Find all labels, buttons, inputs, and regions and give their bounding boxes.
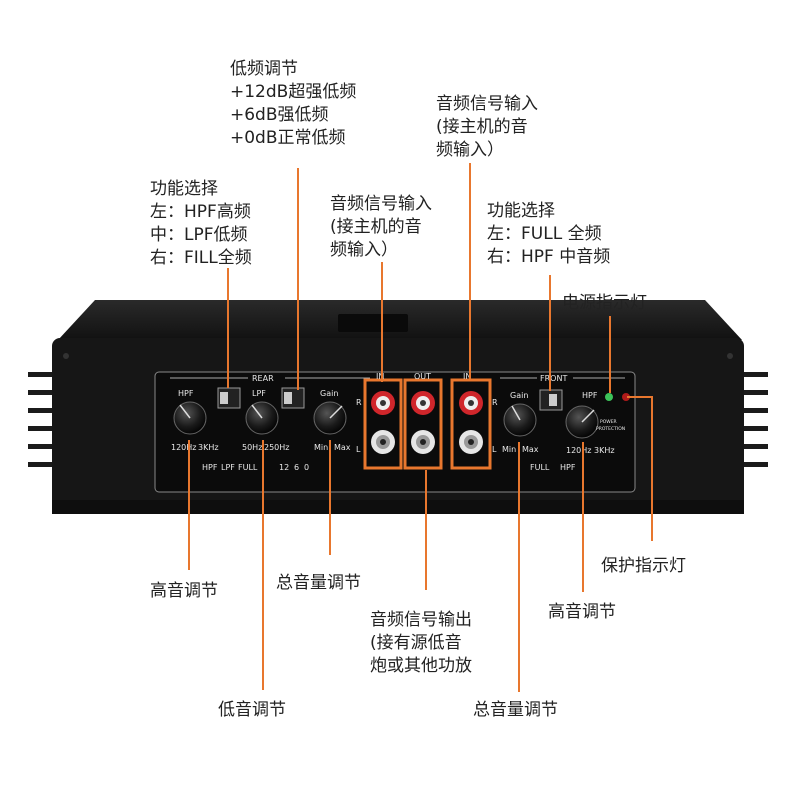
panel-250hz-label: 250Hz bbox=[264, 443, 289, 452]
rca-in-front-frame bbox=[450, 378, 492, 470]
panel-out-label: OUT bbox=[414, 372, 431, 381]
callout-audio-out: 音频信号输出 (接有源低音 炮或其他功放 bbox=[370, 609, 472, 678]
audio-out-line-3: 炮或其他功放 bbox=[370, 656, 472, 676]
panel-min-front-label: Min bbox=[502, 445, 516, 454]
panel-max-label: Max bbox=[334, 443, 351, 452]
panel-sw-full-label: FULL bbox=[238, 463, 258, 472]
line-master-rear bbox=[329, 440, 331, 555]
panel-bass-12-label: 12 bbox=[279, 463, 289, 472]
line-master-front bbox=[518, 442, 520, 692]
panel-front-label: FRONT bbox=[540, 374, 567, 383]
panel-120hz-front-label: 120Hz bbox=[566, 446, 591, 455]
func-front-title: 功能选择 bbox=[487, 201, 555, 221]
panel-in-label-rear: IN bbox=[376, 372, 384, 381]
panel-3khz-label: 3KHz bbox=[198, 443, 219, 452]
func-rear-line-2: 中：LPF低频 bbox=[150, 225, 248, 245]
rca-in-front-r[interactable] bbox=[459, 391, 483, 415]
callout-audio-in-front: 音频信号输入 (接主机的音 频输入） bbox=[436, 93, 538, 162]
panel-in-label-front: IN bbox=[463, 372, 471, 381]
panel-gain-label: Gain bbox=[320, 389, 338, 398]
panel-full-front-label: FULL bbox=[530, 463, 550, 472]
audio-in-rear-line-3: 频输入） bbox=[330, 240, 398, 260]
func-front-line-1: 左：FULL 全频 bbox=[487, 224, 602, 244]
callout-master-vol-front: 总音量调节 bbox=[473, 700, 558, 720]
panel-l-label-rear: L bbox=[356, 445, 361, 454]
line-treble-front bbox=[582, 442, 584, 592]
panel-sw-lpf-label: LPF bbox=[221, 463, 235, 472]
heatsink-left bbox=[28, 372, 54, 467]
rca-in-rear-r[interactable] bbox=[371, 391, 395, 415]
func-front-line-2: 右：HPF 中音频 bbox=[487, 247, 611, 267]
line-in-front bbox=[469, 163, 471, 381]
low-freq-line-3: +0dB正常低频 bbox=[230, 128, 346, 148]
heatsink-right bbox=[742, 372, 768, 467]
audio-in-front-line-3: 频输入） bbox=[436, 140, 504, 160]
callout-func-rear: 功能选择 左：HPF高频 中：LPF低频 右：FILL全频 bbox=[150, 178, 252, 270]
audio-in-rear-line-2: (接主机的音 bbox=[330, 217, 422, 237]
callout-protect-led: 保护指示灯 bbox=[601, 556, 686, 576]
protection-led bbox=[622, 393, 630, 401]
panel-bass-6-label: 6 bbox=[294, 463, 299, 472]
panel-power-label: POWER bbox=[600, 419, 617, 425]
line-audio-out bbox=[425, 470, 427, 590]
low-freq-line-2: +6dB强低频 bbox=[230, 105, 329, 125]
control-panel bbox=[154, 371, 636, 493]
rca-in-rear-l[interactable] bbox=[371, 430, 395, 454]
panel-lpf-label: LPF bbox=[252, 389, 266, 398]
audio-in-front-line-1: 音频信号输入 bbox=[436, 94, 538, 114]
panel-max-front-label: Max bbox=[522, 445, 539, 454]
line-treble-rear bbox=[188, 440, 190, 570]
panel-hpf-front-label: HPF bbox=[582, 391, 598, 400]
rca-out-frame bbox=[403, 378, 443, 470]
rca-in-front-l[interactable] bbox=[459, 430, 483, 454]
panel-rear-label: REAR bbox=[252, 374, 274, 383]
callout-treble-rear: 高音调节 bbox=[150, 581, 218, 601]
line-bass bbox=[262, 440, 264, 690]
line-low-freq bbox=[297, 168, 299, 390]
panel-bass-0-label: 0 bbox=[304, 463, 309, 472]
rca-out-l[interactable] bbox=[411, 430, 435, 454]
low-freq-line-1: +12dB超强低频 bbox=[230, 82, 357, 102]
top-handle bbox=[338, 314, 408, 332]
callout-audio-in-rear: 音频信号输入 (接主机的音 频输入） bbox=[330, 193, 432, 262]
panel-l-label-front: L bbox=[492, 445, 497, 454]
line-protect-h bbox=[627, 396, 652, 398]
panel-r-label-front: R bbox=[492, 398, 498, 407]
panel-hpf-sw-front-label: HPF bbox=[560, 463, 576, 472]
panel-sw-hpf-label: HPF bbox=[202, 463, 218, 472]
audio-in-front-line-2: (接主机的音 bbox=[436, 117, 528, 137]
line-power-led bbox=[609, 316, 611, 393]
callout-low-freq: 低频调节 +12dB超强低频 +6dB强低频 +0dB正常低频 bbox=[230, 58, 356, 150]
panel-3khz-front-label: 3KHz bbox=[594, 446, 615, 455]
callout-func-front: 功能选择 左：FULL 全频 右：HPF 中音频 bbox=[487, 200, 610, 269]
panel-120hz-label: 120Hz bbox=[171, 443, 196, 452]
line-in-rear bbox=[381, 262, 383, 382]
panel-min-label: Min bbox=[314, 443, 328, 452]
audio-out-line-2: (接有源低音 bbox=[370, 633, 462, 653]
func-rear-line-3: 右：FILL全频 bbox=[150, 248, 252, 268]
rca-in-rear-frame bbox=[363, 378, 403, 470]
func-rear-title: 功能选择 bbox=[150, 179, 218, 199]
callout-master-vol-rear: 总音量调节 bbox=[276, 573, 361, 593]
audio-out-line-1: 音频信号输出 bbox=[370, 610, 472, 630]
audio-in-rear-line-1: 音频信号输入 bbox=[330, 194, 432, 214]
panel-gain-front-label: Gain bbox=[510, 391, 528, 400]
callout-bass: 低音调节 bbox=[218, 700, 286, 720]
line-func-rear bbox=[227, 268, 229, 388]
callout-power-led: 电源指示灯 bbox=[562, 293, 647, 313]
rca-out-r[interactable] bbox=[411, 391, 435, 415]
callout-treble-front: 高音调节 bbox=[548, 602, 616, 622]
line-protect-v bbox=[651, 396, 653, 541]
low-freq-title: 低频调节 bbox=[230, 59, 298, 79]
func-rear-line-1: 左：HPF高频 bbox=[150, 202, 251, 222]
panel-r-label-rear: R bbox=[356, 398, 362, 407]
panel-protection-label: PROTECTION bbox=[596, 426, 625, 432]
panel-hpf-label: HPF bbox=[178, 389, 194, 398]
panel-50hz-label: 50Hz bbox=[242, 443, 262, 452]
line-func-front bbox=[549, 275, 551, 391]
power-led bbox=[605, 393, 613, 401]
